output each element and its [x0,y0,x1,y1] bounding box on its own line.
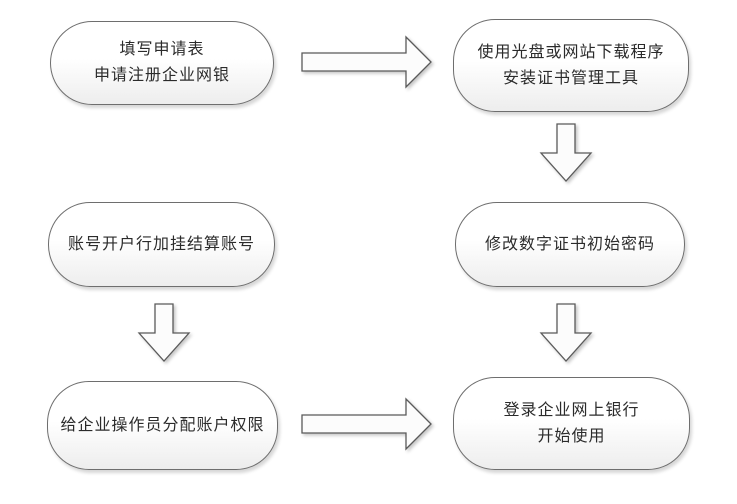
flow-node-fill-form: 填写申请表 申请注册企业网银 [50,21,274,105]
flow-node-attach-account: 账号开户行加挂结算账号 [48,202,275,287]
node-text-line: 填写申请表 [119,41,205,59]
arrow-down-icon [539,123,593,182]
arrow-down-icon [539,303,593,362]
node-text-line: 修改数字证书初始密码 [484,235,655,253]
arrow-right-icon [301,35,432,89]
block-arrow-shape [539,123,593,182]
arrow-right-icon [301,397,432,451]
block-arrow-shape [301,35,432,89]
node-text-line: 开始使用 [537,427,606,445]
block-arrow-shape [301,397,432,451]
arrow-down-icon [137,303,191,362]
node-text-line: 给企业操作员分配账户权限 [60,416,265,434]
node-text-line: 使用光盘或网站下载程序 [477,43,665,61]
node-text-line: 登录企业网上银行 [503,401,640,419]
node-text-line: 安装证书管理工具 [502,69,639,87]
block-arrow-shape [137,303,191,362]
node-text-line: 账号开户行加挂结算账号 [67,235,255,253]
flow-node-login-use: 登录企业网上银行 开始使用 [453,377,690,470]
node-text-line: 申请注册企业网银 [93,67,230,84]
flow-node-change-password: 修改数字证书初始密码 [455,202,685,287]
block-arrow-shape [539,303,593,362]
flow-node-install-tool: 使用光盘或网站下载程序 安装证书管理工具 [453,19,689,112]
flow-node-assign-permissions: 给企业操作员分配账户权限 [47,381,278,470]
